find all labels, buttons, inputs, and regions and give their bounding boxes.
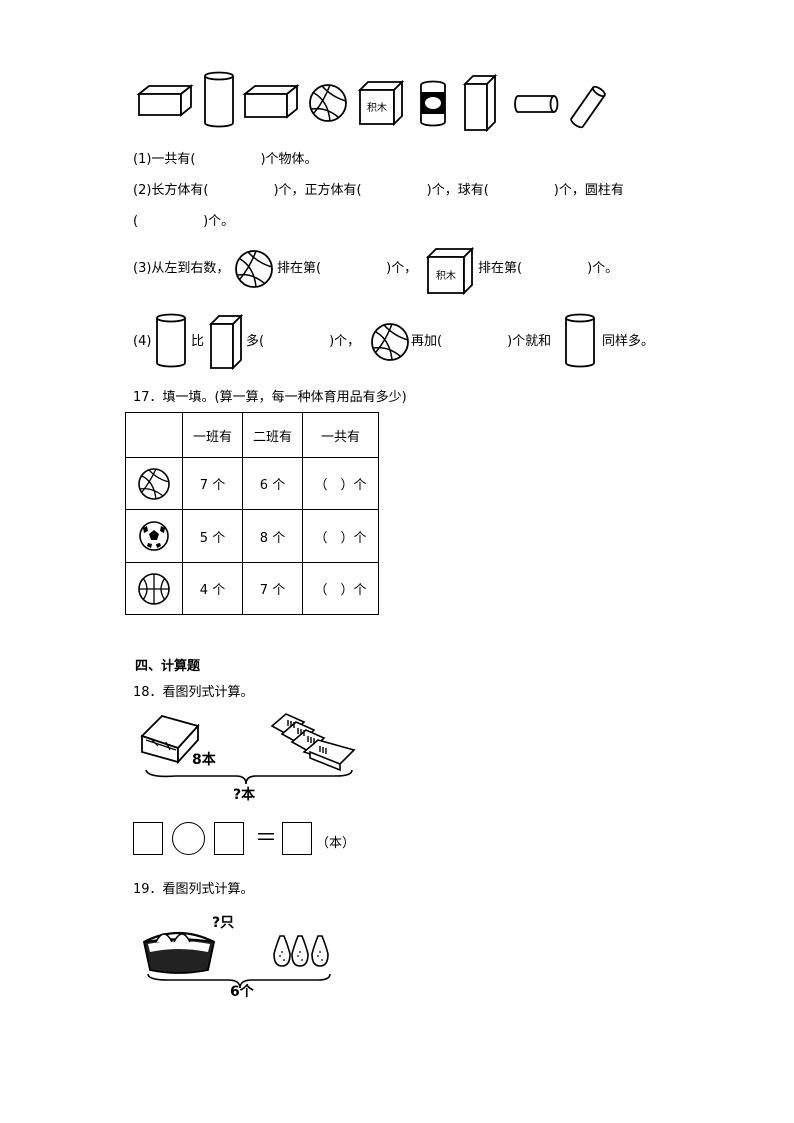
q18-title: 18．看图列式计算。 — [133, 685, 254, 700]
books-illustration — [140, 713, 356, 785]
tall-cuboid-icon — [462, 73, 498, 133]
q16-line5-b: 比 — [191, 334, 205, 349]
volleyball-icon — [371, 323, 409, 361]
table-cell: 5 个 — [182, 509, 243, 563]
section-title: 四、计算题 — [135, 659, 201, 674]
q16-line5-d: 再加( )个就和 — [411, 334, 552, 349]
cube-icon: 积木 — [357, 79, 405, 127]
q19-total-label: 6个 — [230, 984, 254, 1000]
table-row: 4 个 7 个 （ ）个 — [125, 562, 379, 615]
can-icon — [420, 80, 446, 127]
table-cell[interactable]: （ ）个 — [302, 509, 379, 563]
tilted-cylinder-icon — [570, 85, 606, 129]
answer-box[interactable] — [282, 822, 312, 855]
table-cell[interactable]: （ ）个 — [302, 562, 379, 615]
icon-cell — [125, 457, 183, 510]
q16-line2: (2)长方体有( )个，正方体有( )个，球有( )个，圆柱有 — [133, 183, 624, 198]
unit-label: （本） — [316, 836, 356, 851]
q18-total-label: ?本 — [233, 787, 256, 803]
q16-line4-c: 排在第( )个。 — [478, 261, 619, 276]
q16-line1: (1)一共有( )个物体。 — [133, 152, 318, 167]
header-cell: 二班有 — [242, 412, 303, 458]
table-cell: 7 个 — [182, 457, 243, 510]
q17-title: 17．填一填。(算一算，每一种体育用品有多少) — [133, 390, 407, 405]
q16-line5-e: 同样多。 — [602, 334, 655, 349]
header-cell: 一班有 — [182, 412, 243, 458]
volleyball-icon — [309, 84, 347, 122]
answer-box[interactable] — [133, 822, 163, 855]
basketball-icon — [138, 572, 170, 605]
cylinder-icon — [565, 313, 595, 368]
cube-label: 积木 — [436, 270, 456, 282]
table-cell: 8 个 — [242, 509, 303, 563]
q16-line3: ( )个。 — [133, 214, 235, 229]
q16-line4-b: 排在第( )个， — [277, 261, 418, 276]
q18-known-label: 8本 — [192, 752, 216, 768]
lying-cylinder-icon — [514, 95, 559, 113]
pears-basket-illustration — [142, 932, 331, 989]
header-cell — [125, 412, 183, 458]
cube-icon: 积木 — [425, 246, 475, 296]
equals-sign: ＝ — [255, 826, 278, 851]
q19-unknown-label: ?只 — [212, 915, 235, 931]
cylinder-icon — [204, 71, 234, 128]
cuboid-icon — [136, 84, 194, 117]
table-cell: 4 个 — [182, 562, 243, 615]
header-cell: 一共有 — [302, 412, 379, 458]
volleyball-icon — [235, 250, 273, 288]
sports-table: 一班有 二班有 一共有 7 个 6 个 （ ）个 5 个 8 个 （ ） — [125, 412, 379, 615]
cylinder-icon — [156, 313, 186, 368]
table-cell: 7 个 — [242, 562, 303, 615]
table-row: 7 个 6 个 （ ）个 — [125, 457, 379, 510]
table-cell: 6 个 — [242, 457, 303, 510]
operator-circle[interactable] — [172, 822, 205, 855]
table-header-row: 一班有 二班有 一共有 — [125, 412, 379, 458]
icon-cell — [125, 562, 183, 615]
volleyball-icon — [138, 467, 170, 500]
tall-cuboid-icon — [208, 313, 244, 371]
icon-cell — [125, 509, 183, 563]
cuboid-icon — [242, 84, 300, 119]
table-row: 5 个 8 个 （ ）个 — [125, 509, 379, 563]
soccer-ball-icon — [139, 521, 169, 551]
q16-line5-c: 多( )个， — [246, 334, 361, 349]
table-cell[interactable]: （ ）个 — [302, 457, 379, 510]
q16-line4-a: (3)从左到右数， — [133, 261, 230, 276]
q16-line5-a: (4) — [133, 334, 152, 349]
answer-box[interactable] — [214, 822, 244, 855]
q19-title: 19．看图列式计算。 — [133, 882, 254, 897]
cube-label: 积木 — [367, 102, 387, 114]
